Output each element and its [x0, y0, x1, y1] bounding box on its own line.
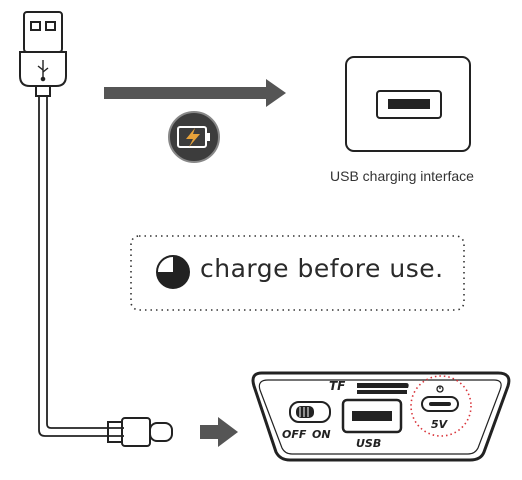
cable — [38, 96, 124, 437]
usb-symbol-icon — [37, 60, 49, 82]
panel-usb-port — [341, 398, 403, 434]
battery-charging-icon — [168, 111, 220, 163]
note-box — [130, 235, 465, 311]
arrow-to-panel — [200, 417, 238, 447]
dc-5v-label: 5V — [431, 418, 449, 431]
usb-c-input-port — [421, 385, 459, 412]
tf-label: TF — [329, 379, 346, 393]
off-label: OFF — [282, 428, 307, 441]
charge-note: charge before use. — [200, 254, 444, 283]
usb-charging-port-box — [345, 56, 471, 152]
half-pie-clock-icon — [156, 255, 190, 289]
usb-interface-caption: USB charging interface — [330, 168, 474, 184]
power-switch — [289, 401, 331, 423]
tf-card-slot — [357, 383, 409, 394]
arrow-to-port — [104, 79, 286, 107]
highlight-ring — [410, 375, 472, 437]
usb-c-plug — [107, 417, 173, 447]
usb-a-plug — [19, 11, 67, 97]
usb-label: USB — [356, 437, 381, 450]
on-label: ON — [312, 428, 331, 441]
